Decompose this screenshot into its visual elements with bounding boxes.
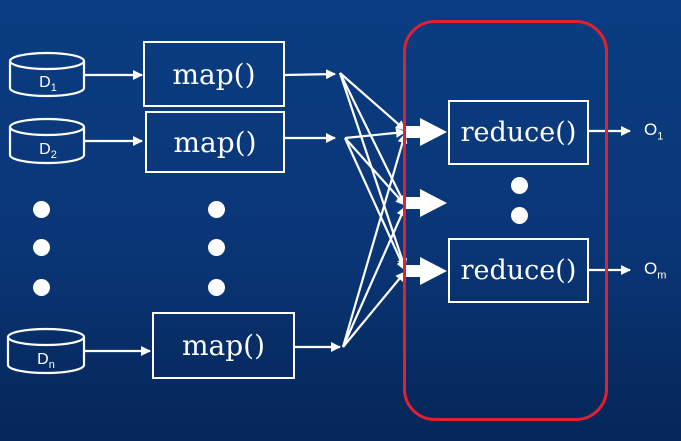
- shuffle-line: [339, 72, 406, 206]
- shuffle-line: [344, 137, 406, 206]
- ellipsis-dot-icon: [33, 201, 50, 218]
- ellipsis-dot-icon: [208, 279, 225, 296]
- ellipsis-dot-icon: [511, 207, 528, 224]
- map-box-n: map(): [152, 312, 295, 379]
- input-label-1: D1: [39, 74, 57, 95]
- input-label-n: Dn: [37, 351, 55, 372]
- ellipsis-dot-icon: [33, 239, 50, 256]
- map-box-1: map(): [143, 41, 285, 107]
- database-icon: [8, 51, 86, 98]
- reduce-label: reduce(): [460, 117, 577, 148]
- map-label: map(): [181, 329, 265, 362]
- map-label: map(): [172, 57, 256, 91]
- database-icon: [8, 117, 86, 165]
- map-box-2: map(): [145, 111, 285, 173]
- shuffle-line: [338, 72, 407, 269]
- ellipsis-dot-icon: [33, 279, 50, 296]
- ellipsis-dot-icon: [208, 201, 225, 218]
- output-label-1: O1: [644, 120, 664, 143]
- map-label: map(): [173, 125, 257, 159]
- map-out-arrow-1: [284, 69, 336, 80]
- reduce-box-1: reduce(): [448, 100, 589, 165]
- ellipsis-dot-icon: [208, 239, 225, 256]
- output-label-m: Om: [644, 259, 667, 282]
- shuffle-line: [341, 133, 408, 348]
- shuffle-line: [344, 127, 406, 140]
- reduce-input-arrow: [404, 189, 447, 217]
- ellipsis-dot-icon: [511, 177, 528, 194]
- reduce-input-arrow: [404, 257, 447, 285]
- shuffle-line: [341, 206, 407, 348]
- input-label-2: D2: [39, 141, 57, 162]
- reduce-input-arrow: [404, 118, 447, 146]
- shuffle-line: [342, 271, 406, 348]
- reduce-box-m: reduce(): [448, 238, 589, 303]
- reduce-label: reduce(): [460, 255, 577, 286]
- shuffle-line: [343, 137, 407, 271]
- shuffle-line: [339, 72, 406, 131]
- database-icon: [6, 327, 86, 375]
- reduce-stage-highlight: [403, 20, 608, 421]
